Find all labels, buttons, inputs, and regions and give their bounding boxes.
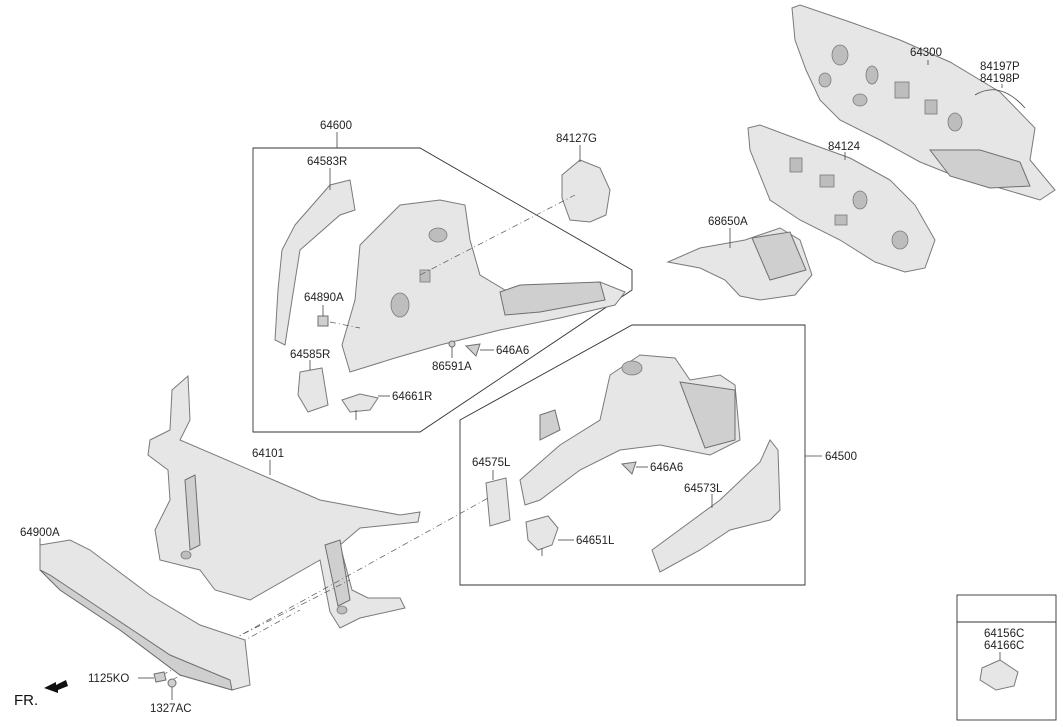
label-64583R: 64583R: [307, 156, 347, 168]
label-64651L: 64651L: [576, 535, 615, 547]
label-84124: 84124: [828, 141, 861, 153]
frame-64600: [252, 147, 633, 433]
clip-86591A: [448, 340, 456, 348]
bracket-64661R: [341, 393, 379, 420]
bracket-64575L: [485, 477, 511, 527]
label-646A6-lower: 646A6: [650, 462, 683, 474]
dash-panel-64300: [791, 4, 1056, 201]
dash-64575L: [231, 496, 491, 641]
bracket-64583R: [274, 179, 356, 346]
label-64156C: 64156C: [984, 628, 1024, 640]
label-64900A: 64900A: [20, 527, 60, 539]
nut-64890A: [317, 315, 329, 327]
label-64890A: 64890A: [304, 292, 344, 304]
bumper-beam-64900A: [39, 539, 251, 691]
dash-84127G: [419, 194, 576, 276]
label-64600: 64600: [320, 120, 352, 132]
label-86591A: 86591A: [432, 361, 472, 373]
fender-apron-64600: [341, 199, 626, 373]
pad-64156C: [979, 659, 1019, 691]
label-64585R: 64585R: [290, 349, 330, 361]
label-64575L: 64575L: [472, 457, 511, 469]
label-84127G: 84127G: [556, 133, 597, 145]
label-64101: 64101: [252, 448, 284, 460]
bracket-64573L: [651, 439, 781, 573]
label-646A6-upper: 646A6: [496, 345, 529, 357]
dash-1327AC: [171, 609, 301, 681]
radiator-support-64101: [147, 374, 421, 629]
dash-64890A: [329, 321, 361, 329]
nut-1327AC: [167, 678, 177, 688]
label-84198P: 84198P: [980, 73, 1020, 85]
inset-frame: [956, 594, 1057, 721]
label-68650A: 68650A: [708, 216, 748, 228]
label-64300: 64300: [910, 47, 942, 59]
fender-apron-64500: [519, 354, 741, 506]
front-indicator: FR.: [14, 692, 38, 709]
label-64500: 64500: [825, 451, 857, 463]
front-arrow-icon: [44, 680, 68, 693]
label-1327AC: 1327AC: [150, 703, 192, 715]
bracket-64651L: [525, 515, 559, 556]
pad-646A6-lower: [620, 461, 637, 475]
label-64573L: 64573L: [684, 483, 723, 495]
frame-64500: [459, 324, 806, 586]
heat-protector-68650A: [666, 227, 813, 301]
label-1125KO: 1125KO: [88, 673, 129, 685]
bolt-1125KO: [153, 671, 167, 683]
label-84197P: 84197P: [980, 61, 1020, 73]
insulator-84124: [747, 124, 936, 273]
bracket-64585R: [297, 367, 329, 413]
label-64661R: 64661R: [392, 391, 432, 403]
clip-84197P: [974, 89, 1026, 109]
pad-646A6-upper: [464, 343, 481, 357]
bracket-84127G: [561, 159, 611, 223]
label-64166C: 64166C: [984, 640, 1024, 652]
